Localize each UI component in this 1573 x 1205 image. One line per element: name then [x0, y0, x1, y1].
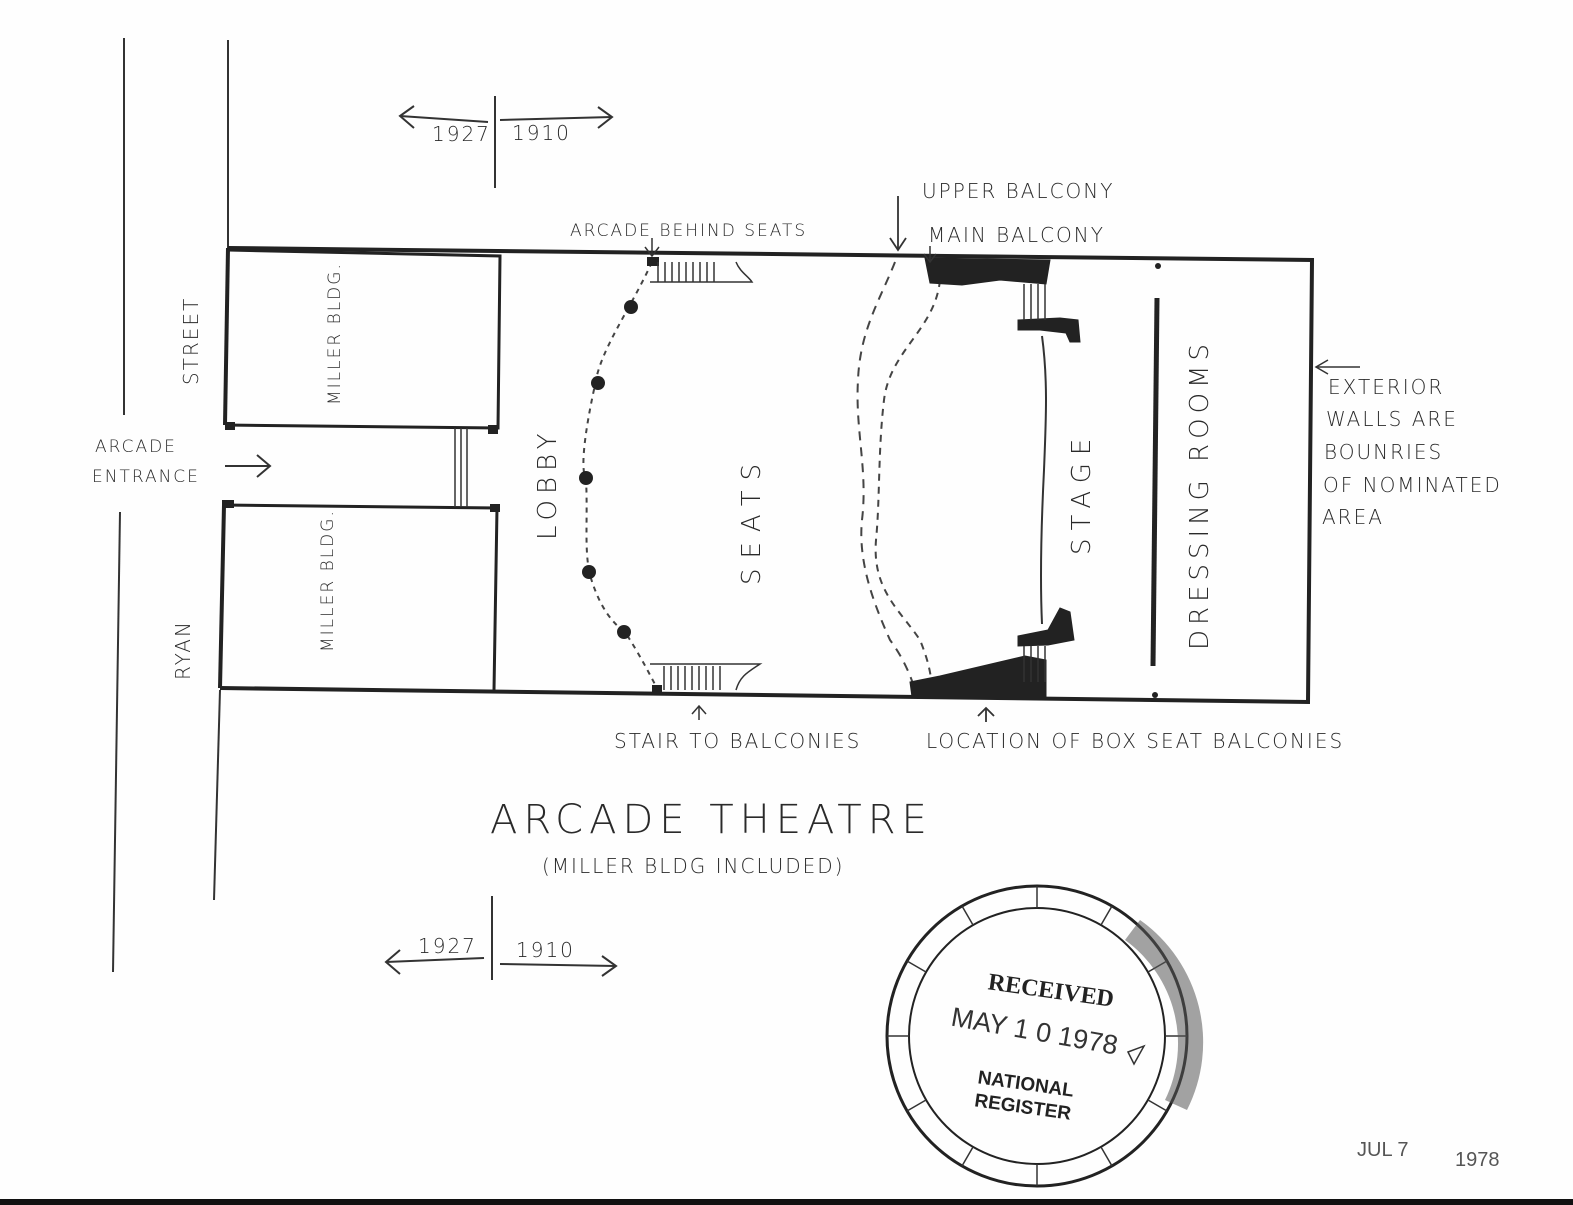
column-dot	[579, 471, 593, 485]
front-wall-top	[223, 247, 230, 426]
arcade-corner-top	[647, 257, 659, 266]
stamp-received: RECEIVED	[986, 969, 1115, 1012]
box-seats	[909, 257, 1081, 698]
stair-to-balconies-label: STAIR TO BALCONIES	[614, 729, 861, 753]
stair-top	[650, 261, 754, 283]
stair-arrow-icon	[691, 704, 707, 720]
front-wall-bottom	[218, 504, 226, 689]
column-dot	[624, 300, 638, 314]
box-seat-posts	[1023, 284, 1046, 682]
arcade-passage	[454, 428, 468, 507]
wall-mark	[1155, 263, 1161, 269]
stamp-pointer-icon	[1126, 1044, 1146, 1066]
dressing-rooms-wall	[1150, 297, 1160, 667]
miller-bldg-bottom	[223, 503, 499, 691]
miller-bldg-bottom-label: MILLER BLDG.	[318, 509, 338, 652]
drawing-subtitle: (MILLER BLDG INCLUDED)	[542, 854, 844, 878]
right-arrow-head-icon	[597, 106, 614, 129]
column-dot	[591, 376, 605, 390]
year-divider-bottom	[384, 896, 618, 980]
lobby-label: LOBBY	[533, 427, 563, 540]
year-right-top: 1910	[512, 121, 571, 145]
year-left-bottom: 1927	[418, 934, 477, 958]
exterior-note-line-3: BOUNRIES	[1324, 440, 1443, 464]
arcade-entrance-label-2: ENTRANCE	[92, 467, 200, 487]
main-balcony-line	[874, 279, 941, 686]
upper-balcony-label: UPPER BALCONY	[922, 179, 1114, 203]
year-divider-top	[398, 96, 614, 188]
left-arrow-shaft	[399, 115, 489, 123]
upper-balcony-arrow-icon	[889, 196, 907, 252]
ryan-street-label: RYAN	[171, 620, 195, 680]
street-lines	[112, 38, 229, 973]
arcade-dotted-line	[582, 261, 659, 691]
left-arrow-head-icon	[384, 949, 401, 975]
right-arrow-head-icon	[601, 955, 618, 977]
arcade-corner-bottom	[652, 685, 662, 693]
pencil-date-year: 1978	[1455, 1149, 1500, 1171]
column-dot	[582, 565, 596, 579]
box-seat-balconies-label: LOCATION OF BOX SEAT BALCONIES	[926, 729, 1344, 753]
stair-bottom	[650, 663, 763, 691]
right-arrow-shaft	[499, 116, 613, 121]
arcade-entrance-arrow-icon	[225, 454, 272, 478]
year-right-bottom: 1910	[516, 938, 575, 962]
miller-bldg-top-label: MILLER BLDG.	[325, 262, 345, 405]
stage-wing-bottom	[1017, 607, 1075, 647]
main-balcony-arrow-icon	[923, 246, 937, 264]
stage-wing-top	[1017, 317, 1081, 343]
pencil-date-month-day: JUL 7	[1357, 1139, 1409, 1161]
exterior-note-line-4: OF NOMINATED	[1323, 473, 1502, 497]
arcade-entrance-label-1: ARCADE	[95, 437, 177, 457]
stamp-date: MAY 1 0 1978	[949, 1002, 1120, 1061]
exterior-walls-arrow-icon	[1314, 359, 1360, 375]
left-arrow-head-icon	[398, 105, 415, 129]
street-line-left-bottom	[112, 511, 121, 973]
arcade-columns	[579, 300, 638, 639]
stage-label: STAGE	[1067, 431, 1097, 555]
column-dot	[617, 625, 631, 639]
street-line-right-bottom	[213, 689, 221, 901]
dressing-rooms-label: DRESSING ROOMS	[1185, 339, 1215, 650]
wall-mark	[1152, 692, 1158, 698]
exterior-walls	[218, 246, 1315, 705]
arcade-behind-seats-label: ARCADE BEHIND SEATS	[570, 221, 807, 241]
main-balcony-label: MAIN BALCONY	[928, 223, 1105, 247]
left-arrow-shaft	[385, 957, 485, 963]
year-left-top: 1927	[432, 122, 491, 146]
right-arrow-shaft	[499, 963, 617, 967]
miller-bldg-top	[224, 248, 502, 430]
exterior-note-line-1: EXTERIOR	[1328, 375, 1444, 399]
seats-label: SEATS	[737, 454, 767, 585]
drawing-title: ARCADE THEATRE	[490, 797, 933, 843]
street-label: STREET	[179, 297, 203, 385]
wall-corners	[222, 422, 500, 512]
box-seat-top	[924, 257, 1051, 286]
received-stamp: RECEIVED MAY 1 0 1978 NATIONAL REGISTER	[885, 884, 1204, 1188]
theatre-outline	[219, 246, 1315, 705]
exterior-note-line-2: WALLS ARE	[1326, 407, 1458, 431]
box-seat-bottom	[909, 655, 1047, 698]
exterior-note-line-5: AREA	[1322, 505, 1384, 529]
box-seat-arrow-icon	[977, 706, 995, 722]
stage-front-line	[1039, 335, 1047, 625]
arcade-behind-seats-arrow-icon	[644, 238, 660, 258]
upper-balcony-line	[856, 261, 916, 691]
